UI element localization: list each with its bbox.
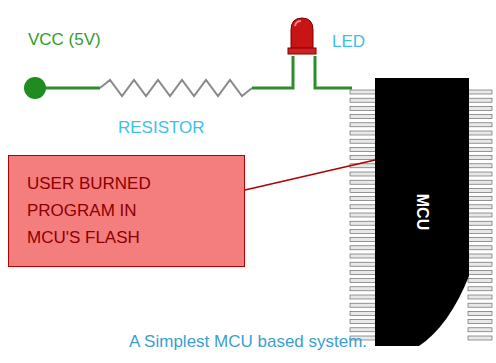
mcu-pin <box>350 90 376 94</box>
mcu-pin <box>468 90 492 94</box>
mcu-pin <box>350 213 376 217</box>
mcu-pin <box>468 147 492 151</box>
mcu-pin <box>468 295 492 299</box>
mcu-pin <box>468 303 492 307</box>
resistor-symbol <box>100 80 252 96</box>
supply-label: VCC (5V) <box>28 30 101 50</box>
mcu-pin <box>468 123 492 127</box>
mcu-pin <box>350 123 376 127</box>
mcu-pin <box>350 295 376 299</box>
callout-box: USER BURNED PROGRAM IN MCU'S FLASH <box>8 155 245 267</box>
vcc-terminal <box>24 77 46 99</box>
mcu-pin <box>350 156 376 160</box>
mcu-pin <box>468 197 492 201</box>
mcu-pin <box>468 106 492 110</box>
mcu-pin <box>350 147 376 151</box>
mcu-pin <box>350 106 376 110</box>
led-symbol <box>288 18 316 54</box>
mcu-pin <box>350 328 376 332</box>
part-label: RESISTOR <box>118 118 205 138</box>
mcu-pin <box>468 205 492 209</box>
chip-body <box>375 78 469 346</box>
mcu-pin <box>468 287 492 291</box>
mcu-pin <box>468 246 492 250</box>
mcu-pin <box>350 98 376 102</box>
mcu-pin <box>350 205 376 209</box>
mcu-pin <box>468 213 492 217</box>
callout-text: USER BURNED PROGRAM IN MCU'S FLASH <box>27 170 177 251</box>
mcu-pin <box>350 303 376 307</box>
mcu-pin <box>350 320 376 324</box>
mcu-pin <box>468 279 492 283</box>
mcu-pin <box>350 262 376 266</box>
mcu-pin <box>468 164 492 168</box>
mcu-pin <box>468 115 492 119</box>
chip-label: MCU <box>413 194 431 230</box>
mcu-pin <box>350 311 376 315</box>
callout-leader <box>245 160 375 190</box>
mcu-pin <box>468 336 492 340</box>
mcu-pin <box>350 180 376 184</box>
mcu-pin <box>468 156 492 160</box>
mcu-pin <box>350 188 376 192</box>
caption: A Simplest MCU based system. <box>129 332 367 352</box>
mcu-pin <box>350 287 376 291</box>
mcu-pin <box>350 238 376 242</box>
mcu-pin <box>468 229 492 233</box>
wire <box>252 56 293 88</box>
mcu-pin <box>350 139 376 143</box>
mcu-pin <box>468 311 492 315</box>
mcu-pin <box>468 180 492 184</box>
mcu-pin <box>468 131 492 135</box>
mcu-pin <box>350 270 376 274</box>
mcu-pin <box>468 270 492 274</box>
mcu-pin <box>350 254 376 258</box>
mcu-pin <box>350 172 376 176</box>
mcu-pin <box>350 279 376 283</box>
mcu-pin <box>350 246 376 250</box>
part-label: LED <box>332 32 365 52</box>
mcu-pin <box>468 188 492 192</box>
mcu-pin <box>350 197 376 201</box>
mcu-pin <box>468 320 492 324</box>
mcu-pin <box>468 254 492 258</box>
mcu-pin <box>350 229 376 233</box>
mcu-pin <box>468 221 492 225</box>
mcu-chip: MCU <box>375 78 469 346</box>
mcu-pin <box>468 328 492 332</box>
mcu-pin <box>350 221 376 225</box>
mcu-pin <box>468 172 492 176</box>
mcu-pin <box>468 98 492 102</box>
mcu-pin <box>350 115 376 119</box>
mcu-pin <box>468 139 492 143</box>
wire <box>315 56 352 88</box>
mcu-pin <box>350 131 376 135</box>
mcu-pin <box>468 238 492 242</box>
leader-line <box>245 160 375 190</box>
mcu-pin <box>468 262 492 266</box>
